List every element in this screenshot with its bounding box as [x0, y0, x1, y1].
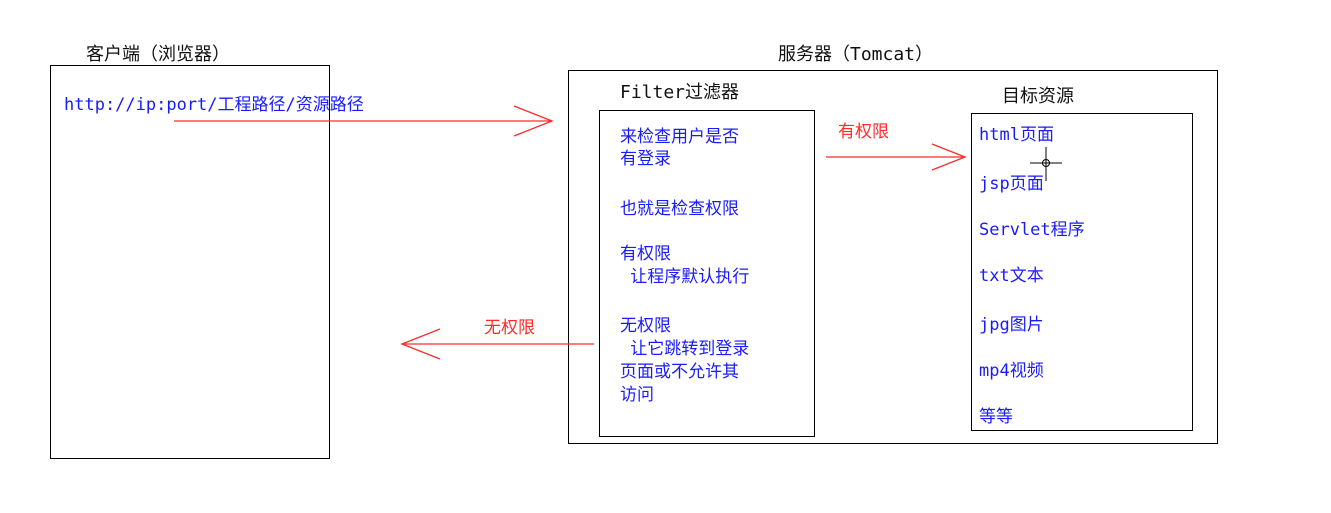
client-box	[50, 65, 330, 459]
target-title: 目标资源	[1002, 86, 1074, 107]
target-item-jpg: jpg图片	[979, 315, 1044, 335]
filter-line-8: 页面或不允许其	[620, 362, 739, 382]
denied-label: 无权限	[484, 318, 535, 338]
filter-line-9: 访问	[620, 385, 654, 405]
filter-line-7: 让它跳转到登录	[620, 339, 750, 359]
target-item-mp4: mp4视频	[979, 361, 1044, 381]
filter-title: Filter过滤器	[620, 82, 740, 103]
request-arrow	[174, 105, 554, 137]
client-title: 客户端（浏览器）	[86, 44, 230, 65]
target-box	[971, 113, 1193, 431]
allowed-label: 有权限	[838, 122, 889, 142]
target-item-txt: txt文本	[979, 266, 1044, 286]
filter-box	[599, 110, 815, 437]
allowed-arrow	[826, 143, 967, 171]
denied-arrow	[400, 328, 594, 360]
server-title: 服务器（Tomcat）	[778, 44, 934, 65]
filter-line-1: 来检查用户是否	[620, 127, 739, 147]
filter-line-2: 有登录	[620, 149, 671, 169]
filter-line-4: 有权限	[620, 244, 671, 264]
crosshair-cursor-icon	[1030, 147, 1062, 181]
target-item-jsp: jsp页面	[979, 174, 1044, 194]
filter-line-5: 让程序默认执行	[620, 267, 750, 287]
client-url: http://ip:port/工程路径/资源路径	[64, 95, 364, 115]
target-item-etc: 等等	[979, 407, 1013, 427]
filter-line-6: 无权限	[620, 316, 671, 336]
filter-line-3: 也就是检查权限	[620, 199, 739, 219]
server-box	[568, 70, 1218, 444]
target-item-html: html页面	[979, 125, 1054, 145]
target-item-servlet: Servlet程序	[979, 220, 1085, 240]
